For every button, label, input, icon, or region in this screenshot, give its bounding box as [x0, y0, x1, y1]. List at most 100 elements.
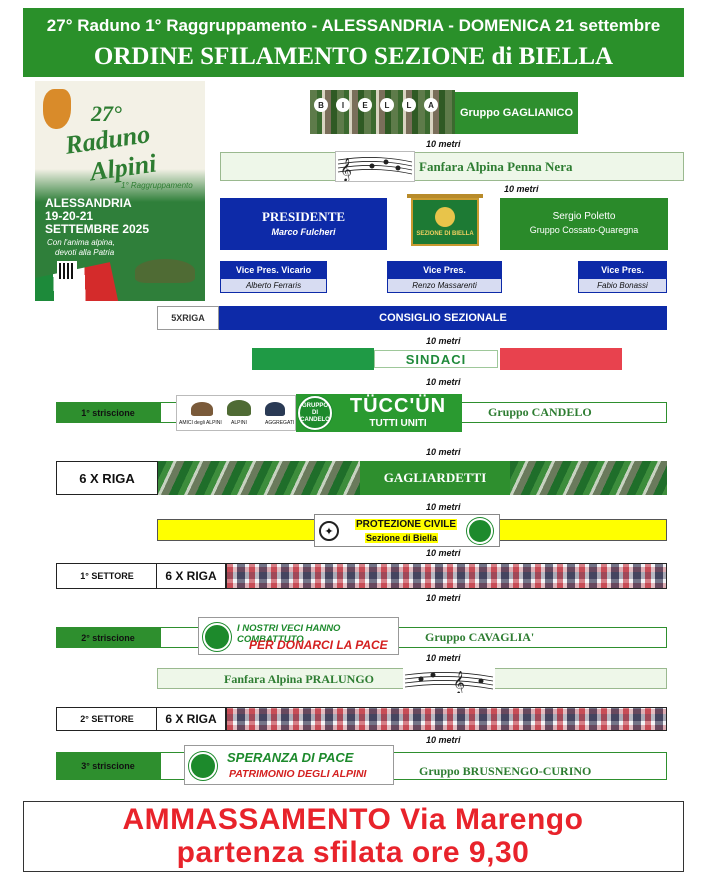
- vice-pres-name: Alberto Ferraris: [220, 278, 327, 293]
- sindaci-label: SINDACI: [374, 350, 498, 368]
- alpine-hat-icon: [227, 400, 251, 416]
- sezione-banner: SEZIONE DI BIELLA: [405, 190, 485, 252]
- logo-caption: AMICI degli ALPINI: [179, 420, 222, 426]
- biella-letters-photo: B I E L L A: [310, 90, 455, 134]
- settore-1-photo: [226, 563, 667, 589]
- poster-title-number: 27°: [91, 101, 122, 126]
- fanfara-pralungo-label: Fanfara Alpina PRALUNGO: [224, 672, 375, 686]
- striscione-2-line1: I NOSTRI VECI HANNO COMBATTUTO: [237, 623, 341, 645]
- settore-2-label: 2° SETTORE: [56, 707, 158, 731]
- spacing-label: 10 metri: [426, 377, 461, 387]
- vice-pres-name: Fabio Bonassi: [578, 278, 667, 293]
- gagliardetti-photo-right: [510, 461, 667, 495]
- striscione-2-banner: I NOSTRI VECI HANNO COMBATTUTO PER DONAR…: [198, 617, 399, 655]
- spacing-label: 10 metri: [426, 593, 461, 603]
- gagliardetti-rows-label: 6 X RIGA: [56, 461, 158, 495]
- gruppo-gaglianico: Gruppo GAGLIANICO: [455, 92, 578, 134]
- vice-pres-title: Vice Pres.: [578, 261, 667, 278]
- footer-line1: AMMASSAMENTO Via Marengo: [122, 803, 584, 836]
- spacing-label: 10 metri: [426, 336, 461, 346]
- music-staff-icon: 𝄞: [335, 151, 415, 182]
- striscione-1-logos: AMICI degli ALPINI ALPINI AGGREGATI: [176, 395, 296, 431]
- vice-pres-title: Vice Pres. Vicario: [220, 261, 327, 278]
- gagliardetti-label: GAGLIARDETTI: [360, 461, 510, 495]
- settore-2-photo: [226, 707, 667, 731]
- star-logo-icon: ✦: [319, 521, 339, 541]
- header-line1: 27° Raduno 1° Raggruppamento - ALESSANDR…: [46, 16, 661, 35]
- ana-badge-icon: [189, 752, 217, 780]
- tuccun-subtitle: TUTTI UNITI: [369, 418, 427, 429]
- poletto-group: Gruppo Cossato-Quaregna: [529, 225, 639, 235]
- footer-line2: partenza sfilata ore 9,30: [176, 836, 530, 869]
- cap-icon: [265, 402, 285, 416]
- logo-caption: AGGREGATI: [265, 420, 295, 426]
- tuccun-title: TÜCC'ÜN: [349, 395, 447, 417]
- spacing-label: 10 metri: [426, 502, 461, 512]
- letter-sign: E: [358, 98, 372, 112]
- alpine-hat-icon: [135, 259, 195, 283]
- vice-pres-3: Vice Pres. Fabio Bonassi: [578, 261, 667, 293]
- striscione-3-label: 3° striscione: [56, 752, 160, 780]
- svg-text:𝄞: 𝄞: [340, 159, 352, 181]
- settore-1-rows: 6 X RIGA: [156, 563, 226, 589]
- poster-motto-2: devoti alla Patria: [55, 248, 115, 257]
- ana-badge-icon: [467, 518, 493, 544]
- protezione-civile-banner: ✦ PROTEZIONE CIVILE Sezione di Biella: [314, 514, 500, 547]
- page-title: ORDINE SFILAMENTO SEZIONE di BIELLA: [93, 43, 614, 70]
- presidente-name: Marco Fulcheri: [271, 227, 336, 237]
- consiglio-sezionale: CONSIGLIO SEZIONALE: [219, 306, 667, 330]
- poletto-box: Sergio Poletto Gruppo Cossato-Quaregna: [500, 198, 668, 250]
- ana-badge-icon: [203, 623, 231, 651]
- gruppo-candelo: Gruppo CANDELO: [488, 405, 592, 419]
- gagliardetti-photo-left: [158, 461, 360, 495]
- letter-sign: L: [380, 98, 394, 112]
- vice-pres-name: Renzo Massarenti: [387, 278, 502, 293]
- event-poster: 27° Raduno Alpini 1° Raggruppamento ALES…: [35, 81, 205, 301]
- poster-month: SETTEMBRE 2025: [45, 222, 150, 236]
- vice-pres-title: Vice Pres.: [387, 261, 502, 278]
- settore-2-rows: 6 X RIGA: [156, 707, 226, 731]
- hat-icon: [191, 402, 213, 416]
- poletto-name: Sergio Poletto: [552, 211, 616, 222]
- header-banner: 27° Raduno 1° Raggruppamento - ALESSANDR…: [23, 8, 684, 77]
- protezione-civile-title: PROTEZIONE CIVILE: [355, 519, 458, 530]
- poster-city: ALESSANDRIA: [45, 196, 132, 210]
- letter-sign: I: [336, 98, 350, 112]
- banner-emblem-icon: [435, 207, 455, 227]
- tuccun-banner: GRUPPO DI CANDELO TÜCC'ÜN TUTTI UNITI: [296, 394, 462, 432]
- spacing-label: 10 metri: [426, 653, 461, 663]
- spacing-label: 10 metri: [426, 139, 461, 149]
- banner-label: SEZIONE DI BIELLA: [416, 231, 474, 237]
- spacing-label: 10 metri: [426, 548, 461, 558]
- qr-code-icon: [57, 261, 77, 281]
- vice-pres-1: Vice Pres. Vicario Alberto Ferraris: [220, 261, 327, 293]
- footer-box: AMMASSAMENTO Via Marengo partenza sfilat…: [23, 801, 684, 872]
- protezione-civile-subtitle: Sezione di Biella: [365, 533, 439, 543]
- striscione-3-line2: PATRIMONIO DEGLI ALPINI: [229, 768, 367, 780]
- presidente-box: PRESIDENTE Marco Fulcheri: [220, 198, 387, 250]
- presidente-title: PRESIDENTE: [261, 209, 346, 224]
- gruppo-cavaglia: Gruppo CAVAGLIA': [425, 630, 535, 644]
- sindaci-flag: SINDACI: [252, 348, 622, 370]
- poster-subtitle: 1° Raggruppamento: [121, 181, 193, 190]
- consiglio-rows-label: 5XRIGA: [157, 306, 219, 330]
- gruppo-brusnengo-curino: Gruppo BRUSNENGO-CURINO: [419, 764, 592, 778]
- striscione-3-banner: SPERANZA DI PACE PATRIMONIO DEGLI ALPINI: [184, 745, 394, 785]
- spacing-label: 10 metri: [426, 447, 461, 457]
- settore-1-label: 1° SETTORE: [56, 563, 158, 589]
- striscione-1-label: 1° striscione: [56, 402, 160, 423]
- letter-sign: L: [402, 98, 416, 112]
- poster-dates: 19-20-21: [45, 209, 94, 223]
- striscione-2-label: 2° striscione: [56, 627, 160, 648]
- music-staff-icon: 𝄞: [403, 665, 495, 695]
- letter-sign: A: [424, 98, 438, 112]
- fanfara-penna-nera-label: Fanfara Alpina Penna Nera: [419, 159, 573, 174]
- poster-motto-1: Con l'anima alpina,: [47, 238, 115, 247]
- fanfara-penna-nera-row: 𝄞 Fanfara Alpina Penna Nera: [220, 151, 684, 182]
- logo-caption: ALPINI: [231, 420, 247, 426]
- striscione-3-line1: SPERANZA DI PACE: [227, 750, 354, 765]
- piemonte-map: [43, 89, 71, 129]
- letter-sign: B: [314, 98, 328, 112]
- spacing-label: 10 metri: [426, 735, 461, 745]
- candelo-badge: GRUPPO DI CANDELO: [298, 396, 332, 430]
